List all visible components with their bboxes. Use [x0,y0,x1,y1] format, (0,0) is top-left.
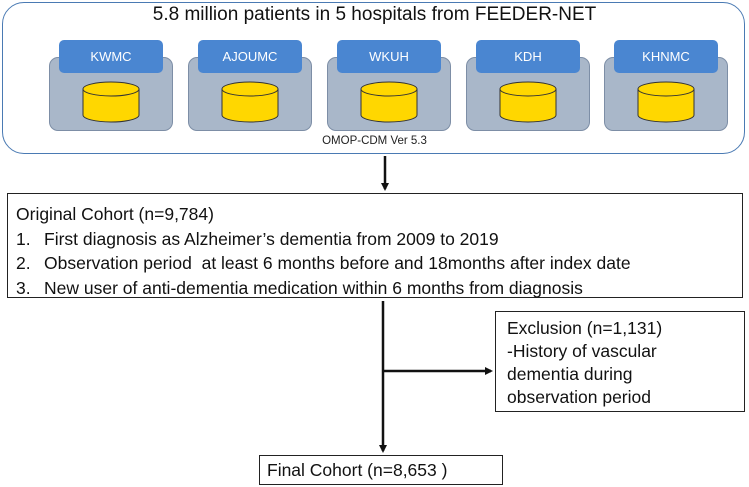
exclusion-title: Exclusion (n=1,131) [507,318,663,338]
final-cohort-title: Final Cohort (n=8,653 ) [267,460,448,480]
database-icon [637,81,695,123]
exclusion-reason-line: observation period [507,387,651,407]
criterion-item: 2. Observation period at least 6 months b… [16,251,742,276]
hospital-ajoumc: AJOUMC [188,40,312,131]
criterion-number: 1. [16,228,31,249]
hospital-kdh: KDH [466,40,590,131]
criterion-number: 2. [16,253,31,273]
hospital-label: WKUH [337,40,441,73]
hospital-label: KDH [476,40,580,73]
exclusion-reason-line: -History of vascular [507,341,657,361]
criterion-item: 1. First diagnosis as Alzheimer’s dementi… [16,227,742,252]
hospital-label: AJOUMC [198,40,302,73]
criterion-text: New user of anti-dementia medication wit… [44,277,583,298]
database-icon [360,81,418,123]
criterion-item: 3. New user of anti-dementia medication w… [16,276,742,301]
criterion-text: Observation period at least 6 months bef… [44,253,631,273]
hospital-label: KHNMC [614,40,718,73]
database-icon [82,81,140,123]
criterion-text: First diagnosis as Alzheimer’s dementia … [44,228,499,249]
database-icon [499,81,557,123]
hospital-label: KWMC [59,40,163,73]
exclusion-box: Exclusion (n=1,131) -History of vascular… [495,311,745,412]
criterion-number: 3. [16,277,31,298]
hospital-khnmc: KHNMC [604,40,728,131]
omop-cdm-label: OMOP-CDM Ver 5.3 [322,135,427,147]
final-cohort-box: Final Cohort (n=8,653 ) [259,455,503,485]
exclusion-reason-line: dementia during [507,364,633,384]
hospital-wkuh: WKUH [327,40,451,131]
data-source-title: 5.8 million patients in 5 hospitals from… [152,4,597,25]
original-cohort-title: Original Cohort (n=9,784) [16,204,214,224]
original-cohort-box: Original Cohort (n=9,784) 1. First diagno… [7,193,743,298]
database-icon [221,81,279,123]
hospital-kwmc: KWMC [49,40,173,131]
